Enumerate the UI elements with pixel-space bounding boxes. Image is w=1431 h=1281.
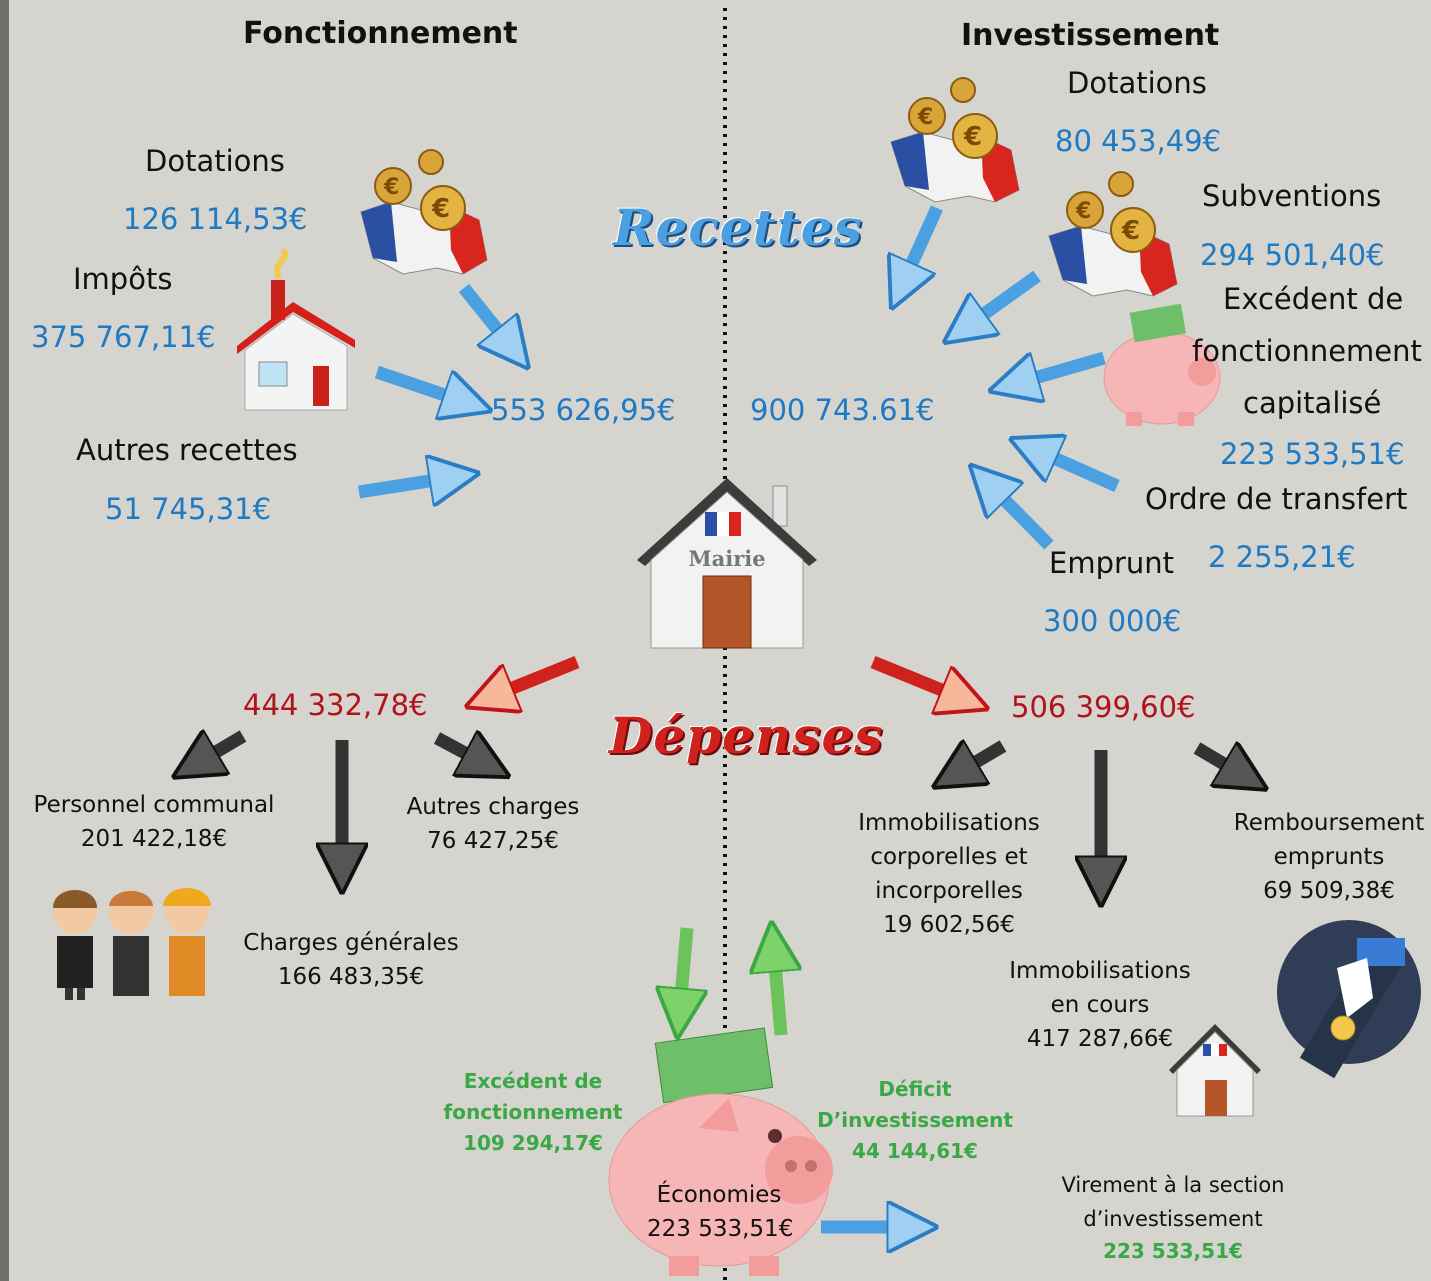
banner-depenses: Dépenses: [609, 706, 884, 765]
mairie-label: Mairie: [688, 546, 765, 571]
depense-autres-charges: Autres charges 76 427,25€: [406, 794, 580, 854]
arrow-personnel: [189, 736, 247, 768]
amount-excedent-capitalise: 223 533,51€: [1220, 437, 1405, 471]
arrow-autres-recettes: [357, 476, 461, 492]
mairie-icon: [1169, 1024, 1261, 1117]
euro-coins-france-icon: € €: [890, 77, 1020, 203]
arrow-excedent-capitalise: [1007, 351, 1106, 386]
house-icon: [237, 248, 355, 411]
section-fonctionnement: Fonctionnement: [243, 16, 518, 51]
label-autres-recettes: Autres recettes: [76, 433, 298, 467]
label-dotations-inv: Dotations: [1067, 66, 1207, 100]
amount-dotations-fonct: 126 114,53€: [123, 202, 308, 236]
piggy-bank-icon: [608, 1027, 833, 1276]
total-recettes-inv: 900 743.61€: [750, 393, 935, 427]
label-ordre-transfert: Ordre de transfert: [1145, 482, 1408, 516]
epargne-virement: Virement à la section d’investissement 2…: [1061, 1173, 1285, 1263]
section-investissement: Investissement: [961, 18, 1220, 53]
total-depenses-inv: 506 399,60€: [1011, 690, 1196, 724]
svg-text:€: €: [383, 175, 399, 200]
depense-personnel: Personnel communal 201 422,18€: [33, 792, 275, 852]
epargne-economies: Économies 223 533,51€: [647, 1182, 794, 1242]
arrow-ordre-transfert: [1027, 446, 1120, 492]
svg-text:€: €: [431, 194, 450, 224]
piggy-bank-icon: [1103, 303, 1221, 426]
arrow-dotations-fonct: [458, 283, 517, 354]
label-impots: Impôts: [73, 262, 173, 296]
arrow-dotations-inv: [899, 205, 943, 292]
arrow-impots: [374, 365, 474, 405]
arrow-subventions: [959, 270, 1041, 332]
arrow-remboursement: [1193, 748, 1251, 780]
banner-recettes: Recettes: [613, 198, 863, 257]
svg-text:€: €: [1075, 199, 1091, 224]
label-excedent-line3: capitalisé: [1243, 386, 1382, 420]
epargne-deficit: Déficit D’investissement 44 144,61€: [817, 1077, 1013, 1163]
svg-text:€: €: [963, 122, 982, 152]
epargne-excedent: Excédent de fonctionnement 109 294,17€: [443, 1069, 623, 1155]
arrow-autres-charges: [433, 738, 493, 768]
arrow-depenses-inv: [870, 655, 971, 702]
workers-icon: [53, 888, 211, 1000]
depense-immobilisations-cours: Immobilisations en cours 417 287,66€: [1009, 958, 1191, 1052]
mairie-icon: [637, 478, 817, 649]
label-emprunt: Emprunt: [1049, 546, 1175, 580]
label-excedent-line1: Excédent de: [1223, 282, 1404, 316]
total-depenses-fonct: 444 332,78€: [243, 688, 428, 722]
depense-charges-generales: Charges générales 166 483,35€: [243, 930, 459, 990]
arrow-emprunt: [983, 478, 1054, 550]
arrow-excedent-down: [679, 927, 687, 1020]
amount-dotations-inv: 80 453,49€: [1055, 124, 1222, 158]
flow-arrows: € € € € € €: [53, 77, 1421, 1276]
arrow-deficit-up: [773, 940, 781, 1036]
amount-emprunt: 300 000€: [1043, 604, 1182, 638]
label-subventions: Subventions: [1202, 179, 1382, 213]
svg-text:€: €: [917, 105, 933, 130]
amount-autres-recettes: 51 745,31€: [105, 492, 272, 526]
total-recettes-fonct: 553 626,95€: [491, 393, 676, 427]
label-dotations-fonct: Dotations: [145, 144, 285, 178]
svg-text:€: €: [1121, 216, 1140, 246]
arrow-depenses-fonct: [483, 655, 580, 700]
amount-subventions: 294 501,40€: [1200, 238, 1385, 272]
euro-coins-france-icon: € €: [1048, 171, 1178, 297]
amount-ordre-transfert: 2 255,21€: [1208, 540, 1356, 574]
arrow-immobilisations: [949, 746, 1007, 778]
coin-hand-icon: [1277, 920, 1421, 1079]
amount-impots: 375 767,11€: [31, 320, 216, 354]
label-excedent-line2: fonctionnement: [1192, 334, 1422, 368]
euro-coins-france-icon: € €: [360, 149, 488, 275]
depense-immobilisations: Immobilisations corporelles et incorpore…: [858, 810, 1040, 938]
depense-remboursement: Remboursement emprunts 69 509,38€: [1233, 810, 1425, 904]
